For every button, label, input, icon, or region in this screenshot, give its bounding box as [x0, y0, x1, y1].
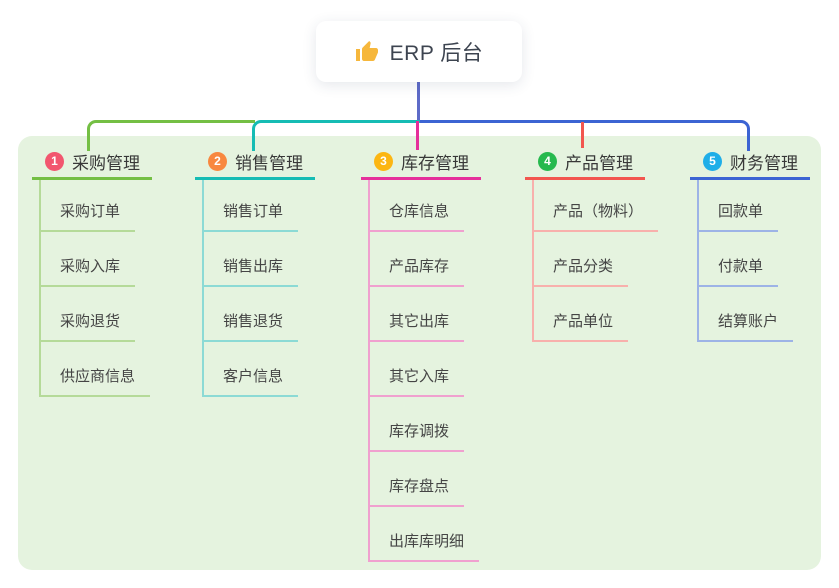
thumbs-up-icon	[355, 40, 379, 64]
root-title: ERP 后台	[389, 41, 484, 65]
connector-branch-inventory	[416, 121, 419, 150]
connector-trunk	[417, 82, 420, 122]
child-node[interactable]: 仓库信息	[370, 180, 481, 232]
branch-finance: 5 财务管理 回款单付款单结算账户	[690, 150, 810, 342]
branch-children: 销售订单销售出库销售退货客户信息	[202, 180, 315, 397]
child-node[interactable]: 产品（物料）	[534, 180, 659, 232]
branch-node-finance[interactable]: 5 财务管理	[690, 150, 810, 180]
child-label: 其它入库	[370, 365, 465, 397]
child-node[interactable]: 产品单位	[534, 287, 645, 342]
child-node[interactable]: 其它出库	[370, 287, 481, 342]
child-node[interactable]: 产品分类	[534, 232, 645, 287]
child-node[interactable]: 其它入库	[370, 342, 481, 397]
child-label: 采购退货	[41, 310, 136, 342]
child-node[interactable]: 库存盘点	[370, 452, 481, 507]
branch-number-badge: 1	[45, 152, 64, 171]
child-label: 仓库信息	[370, 200, 465, 232]
child-node[interactable]: 销售退货	[204, 287, 315, 342]
child-node[interactable]: 采购订单	[41, 180, 152, 232]
branch-label: 产品管理	[565, 154, 633, 173]
child-node[interactable]: 供应商信息	[41, 342, 152, 397]
branch-product: 4 产品管理 产品（物料） 产品分类产品单位	[525, 150, 659, 342]
child-node[interactable]: 客户信息	[204, 342, 315, 397]
child-node[interactable]: 结算账户	[699, 287, 810, 342]
branch-label: 库存管理	[401, 154, 469, 173]
branch-node-product[interactable]: 4 产品管理	[525, 150, 645, 180]
connector-branch-purchase	[87, 120, 255, 151]
branch-label: 财务管理	[730, 154, 798, 173]
child-label: 客户信息	[204, 365, 299, 397]
child-node[interactable]: 销售出库	[204, 232, 315, 287]
branch-inventory: 3 库存管理 仓库信息产品库存其它出库其它入库库存调拨库存盘点出库库明细	[361, 150, 481, 562]
branch-children: 仓库信息产品库存其它出库其它入库库存调拨库存盘点出库库明细	[368, 180, 481, 562]
child-label: 产品（物料）	[534, 200, 659, 232]
child-node[interactable]: 付款单	[699, 232, 810, 287]
child-label: 采购订单	[41, 200, 136, 232]
branch-node-inventory[interactable]: 3 库存管理	[361, 150, 481, 180]
child-label: 结算账户	[699, 310, 794, 342]
branch-purchase: 1 采购管理 采购订单采购入库采购退货供应商信息	[32, 150, 152, 397]
child-node[interactable]: 库存调拨	[370, 397, 481, 452]
child-node[interactable]: 采购退货	[41, 287, 152, 342]
connector-branch-product	[581, 122, 584, 148]
child-label: 销售出库	[204, 255, 299, 287]
child-label: 供应商信息	[41, 365, 151, 397]
branch-number-badge: 4	[538, 152, 557, 171]
child-node[interactable]: 回款单	[699, 180, 810, 232]
branch-number-badge: 2	[208, 152, 227, 171]
branch-label: 销售管理	[235, 154, 303, 173]
child-label: 销售退货	[204, 310, 299, 342]
branch-node-sales[interactable]: 2 销售管理	[195, 150, 315, 180]
branch-number-badge: 5	[703, 152, 722, 171]
branch-node-purchase[interactable]: 1 采购管理	[32, 150, 152, 180]
child-label: 回款单	[699, 200, 779, 232]
branch-number-badge: 3	[374, 152, 393, 171]
child-label: 其它出库	[370, 310, 465, 342]
child-node[interactable]: 采购入库	[41, 232, 152, 287]
child-node[interactable]: 销售订单	[204, 180, 315, 232]
branch-label: 采购管理	[72, 154, 140, 173]
branch-children: 回款单付款单结算账户	[697, 180, 810, 342]
connector-branch-sales	[252, 120, 420, 151]
branch-children: 采购订单采购入库采购退货供应商信息	[39, 180, 152, 397]
child-label: 产品单位	[534, 310, 629, 342]
connector-branch-finance	[417, 120, 750, 151]
child-node[interactable]: 产品库存	[370, 232, 481, 287]
child-label: 库存调拨	[370, 420, 465, 452]
child-label: 采购入库	[41, 255, 136, 287]
root-node[interactable]: ERP 后台	[316, 21, 522, 82]
branch-sales: 2 销售管理 销售订单销售出库销售退货客户信息	[195, 150, 315, 397]
child-label: 销售订单	[204, 200, 299, 232]
child-label: 库存盘点	[370, 475, 465, 507]
child-label: 付款单	[699, 255, 779, 287]
child-label: 产品分类	[534, 255, 629, 287]
child-node[interactable]: 出库库明细	[370, 507, 481, 562]
child-label: 出库库明细	[370, 530, 480, 562]
child-label: 产品库存	[370, 255, 465, 287]
branch-children: 产品（物料） 产品分类产品单位	[532, 180, 659, 342]
branches-panel	[18, 136, 821, 570]
